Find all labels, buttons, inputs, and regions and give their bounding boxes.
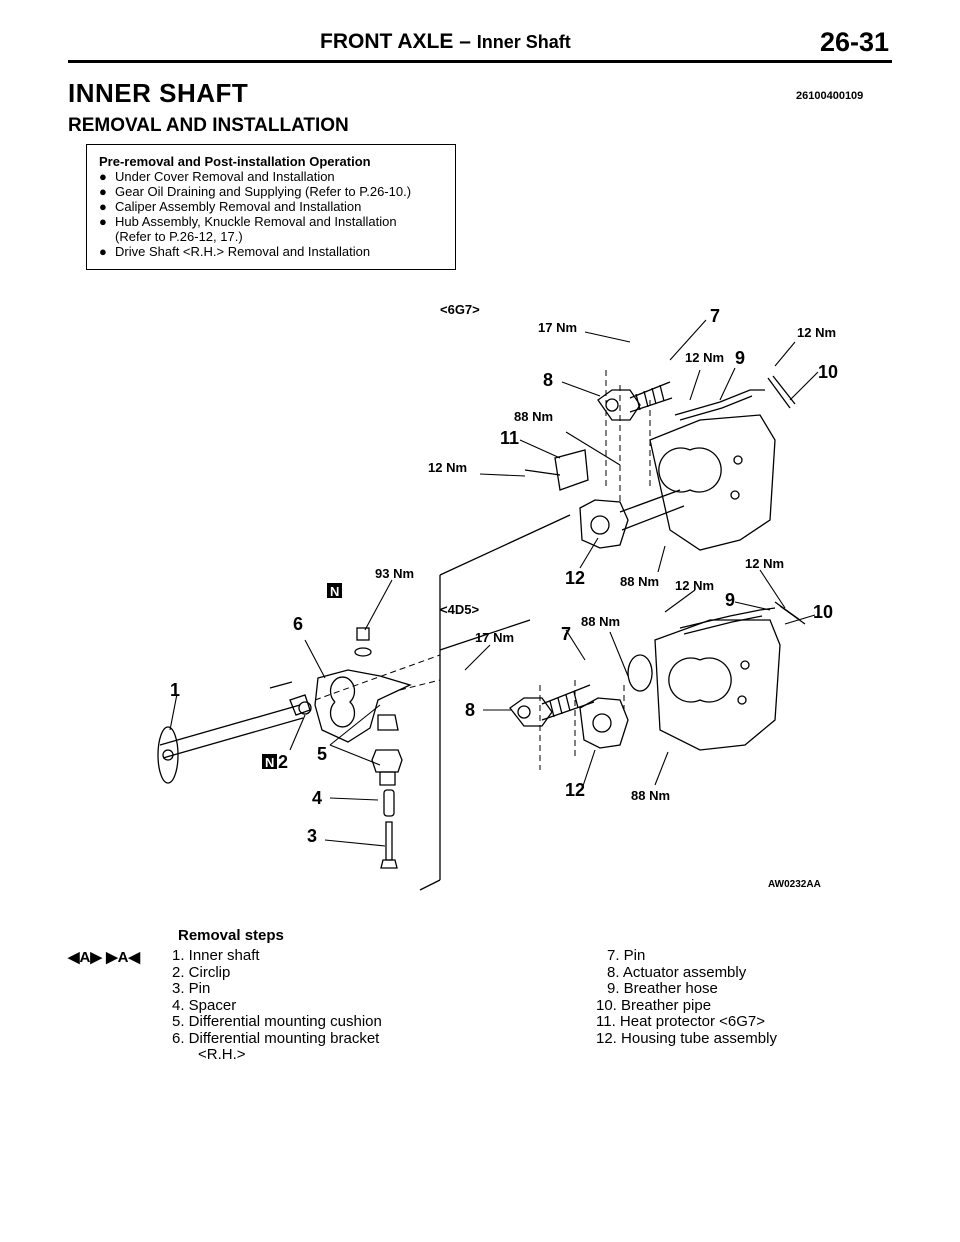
torque-88nm-bottom: 88 Nm <box>631 788 670 803</box>
bullet-icon: ● <box>99 199 107 214</box>
section-code: 26100400109 <box>796 90 864 102</box>
header-title: FRONT AXLE – Inner Shaft <box>320 30 571 54</box>
pre-removal-list: ●Under Cover Removal and Installation ●G… <box>99 169 443 259</box>
torque-88nm-lower: 88 Nm <box>581 614 620 629</box>
engine-label-4d5: <4D5> <box>440 602 479 617</box>
list-item: ●Gear Oil Draining and Supplying (Refer … <box>99 184 412 199</box>
torque-93nm: 93 Nm <box>375 566 414 581</box>
callout-1: 1 <box>170 680 180 700</box>
list-item: 7. Pin <box>607 947 646 964</box>
new-part-mark-icon: N <box>262 754 277 770</box>
callout-2: 2 <box>278 752 288 772</box>
list-item: <R.H.> <box>198 1046 246 1063</box>
list-item: 12. Housing tube assembly <box>596 1029 777 1047</box>
service-point-marks: ◀A▶ ▶A◀ <box>68 949 140 966</box>
header-rule <box>68 60 892 63</box>
list-item: ●Caliper Assembly Removal and Installati… <box>99 199 362 214</box>
section-subtitle: REMOVAL AND INSTALLATION <box>68 115 349 136</box>
section-title: INNER SHAFT <box>68 78 249 108</box>
list-item: 1. Inner shaft <box>172 947 260 964</box>
callout-12-upper: 12 <box>565 568 585 588</box>
page-number: 26-31 <box>820 27 890 57</box>
list-item: 2. Circlip <box>172 963 231 981</box>
list-item: 8. Actuator assembly <box>607 963 747 981</box>
topic-name: Inner Shaft <box>476 32 571 52</box>
title-dash: – <box>459 30 471 53</box>
callout-3: 3 <box>307 826 317 846</box>
callout-11: 11 <box>500 428 519 448</box>
bullet-icon: ● <box>99 244 107 259</box>
list-item: ●Drive Shaft <R.H.> Removal and Installa… <box>99 244 371 259</box>
list-item: 4. Spacer <box>172 996 237 1014</box>
torque-12nm-upper-left: 12 Nm <box>428 460 467 475</box>
removal-steps-right: 7. Pin 8. Actuator assembly 9. Breather … <box>596 947 777 1047</box>
callout-5: 5 <box>317 744 327 764</box>
callout-12-lower: 12 <box>565 780 585 800</box>
removal-steps-title: Removal steps <box>178 927 284 944</box>
bullet-icon: ● <box>99 184 107 199</box>
torque-12nm-upper-mid: 12 Nm <box>685 350 724 365</box>
list-item: 5. Differential mounting cushion <box>172 1013 382 1030</box>
chapter-name: FRONT AXLE <box>320 30 454 53</box>
callout-8-upper: 8 <box>543 370 553 390</box>
pre-removal-title: Pre-removal and Post-installation Operat… <box>99 154 371 169</box>
figure-id: AW0232AA <box>768 879 821 890</box>
bullet-icon: ● <box>99 169 107 184</box>
callout-10-lower: 10 <box>813 602 833 622</box>
list-item: ●Under Cover Removal and Installation <box>99 169 335 184</box>
svg-text:N: N <box>330 584 339 599</box>
torque-12nm-lower-mid: 12 Nm <box>675 578 714 593</box>
torque-12nm-upper-right: 12 Nm <box>797 325 836 340</box>
callout-9-lower: 9 <box>725 590 735 610</box>
list-item: 6. Differential mounting bracket <box>172 1029 380 1047</box>
torque-12nm-lower-right: 12 Nm <box>745 556 784 571</box>
list-item: 11. Heat protector <6G7> <box>596 1013 765 1030</box>
exploded-view-diagram: <6G7> 17 Nm 12 Nm 12 Nm 88 Nm 12 Nm 93 N… <box>157 302 838 891</box>
callout-7-lower: 7 <box>561 624 571 644</box>
callout-10-upper: 10 <box>818 362 838 382</box>
callout-7-upper: 7 <box>710 306 720 326</box>
list-item: 10. Breather pipe <box>596 996 712 1014</box>
list-item: 9. Breather hose <box>607 980 718 997</box>
torque-88nm-mid: 88 Nm <box>620 574 659 589</box>
engine-label-6g7: <6G7> <box>440 302 480 317</box>
list-item: 3. Pin <box>172 980 211 997</box>
removal-steps-left: 1. Inner shaft 2. Circlip 3. Pin 4. Spac… <box>172 947 382 1064</box>
torque-17nm-lower: 17 Nm <box>475 630 514 645</box>
torque-88nm-upper: 88 Nm <box>514 409 553 424</box>
list-item: ●Hub Assembly, Knuckle Removal and Insta… <box>99 214 397 244</box>
callout-6: 6 <box>293 614 303 634</box>
callout-9-upper: 9 <box>735 348 745 368</box>
svg-text:N: N <box>265 755 274 770</box>
torque-17nm-upper: 17 Nm <box>538 320 577 335</box>
new-part-mark-icon: N <box>327 583 342 599</box>
pre-removal-box: Pre-removal and Post-installation Operat… <box>86 144 456 270</box>
bullet-icon: ● <box>99 214 107 229</box>
callout-8-lower: 8 <box>465 700 475 720</box>
callout-4: 4 <box>312 788 322 808</box>
